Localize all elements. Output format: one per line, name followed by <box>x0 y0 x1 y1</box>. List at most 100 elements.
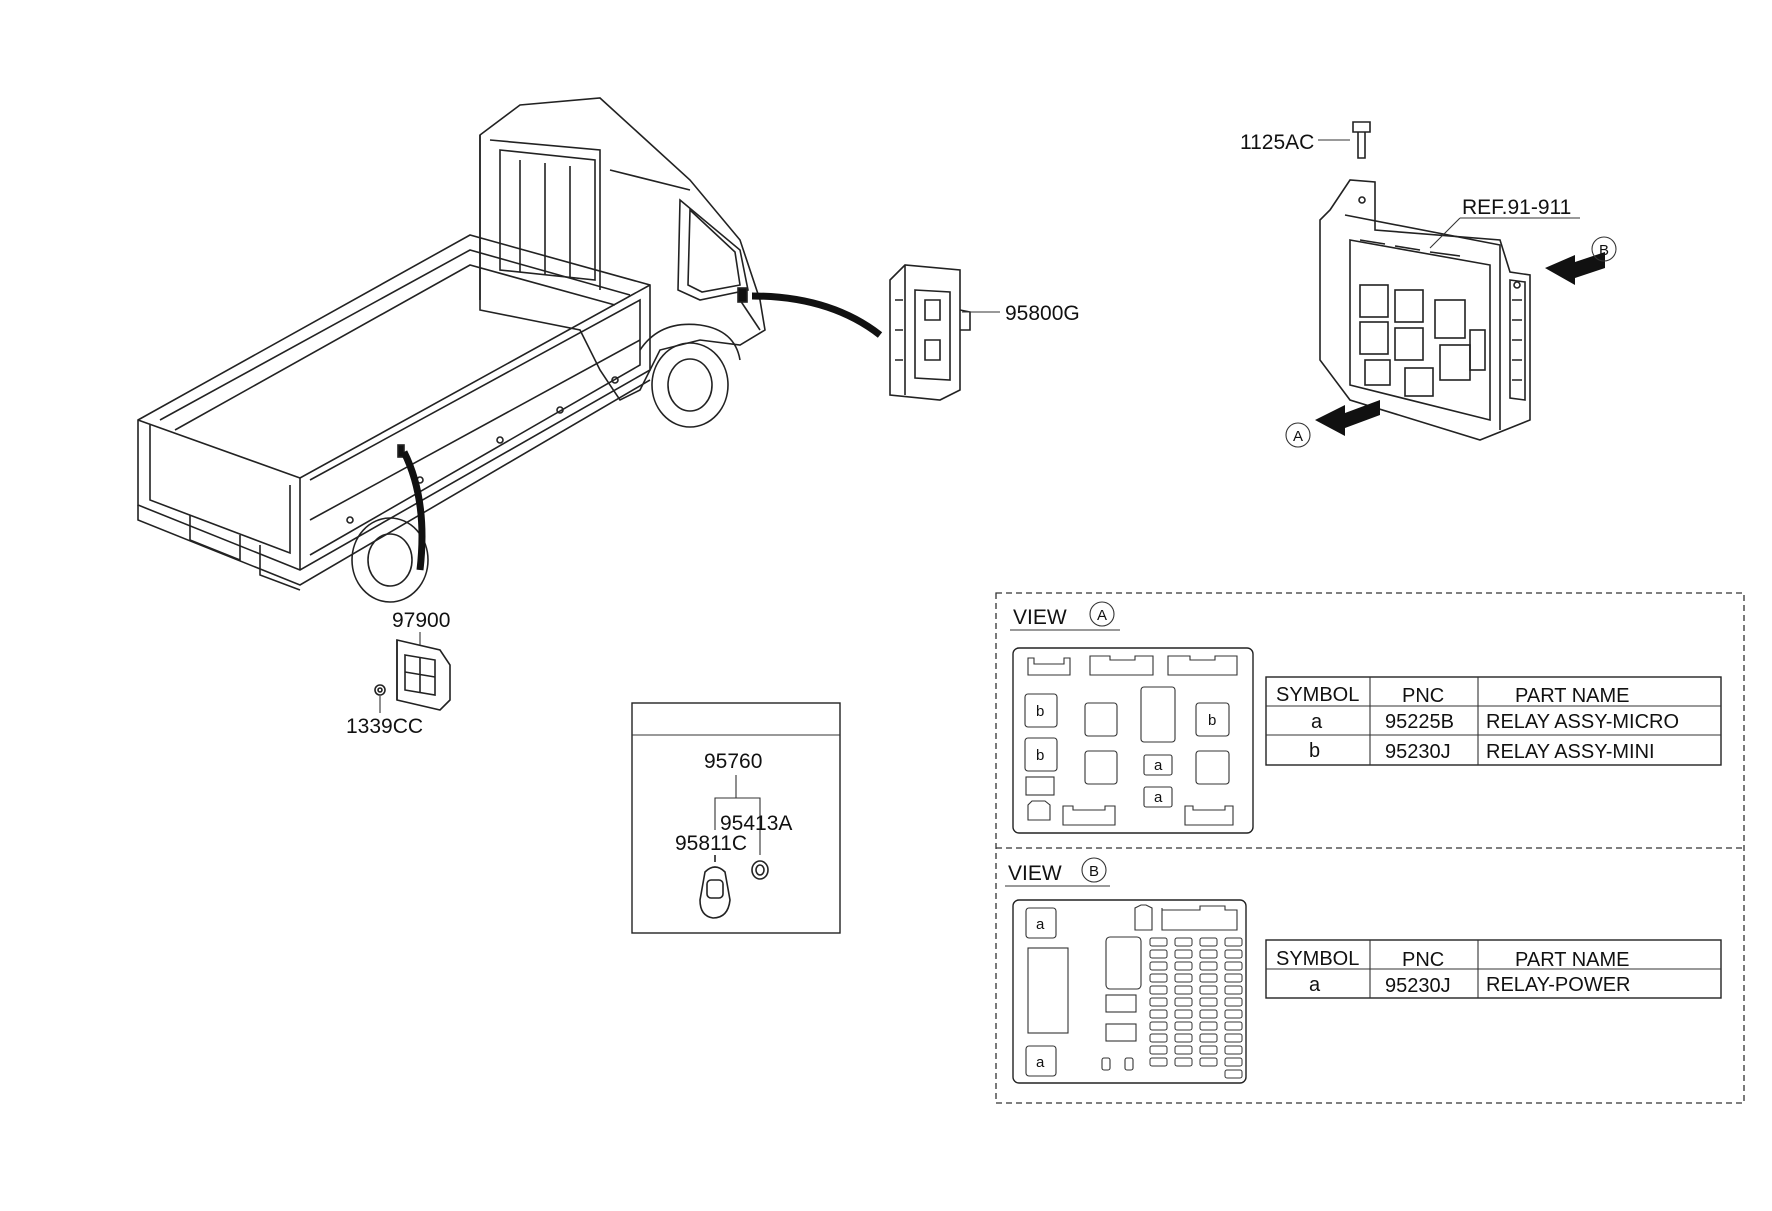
fuse-slot <box>1199 937 1218 947</box>
fuse-slot <box>1149 973 1168 983</box>
fuse-slot <box>1174 1057 1193 1067</box>
view-b-layout: a a <box>1012 899 1247 1084</box>
fuse-slot <box>1149 997 1168 1007</box>
nut-icon <box>374 684 386 696</box>
view-a-cell-symbol: b <box>1036 703 1044 720</box>
smart-junction-module <box>889 264 971 401</box>
fuse-slot <box>1199 961 1218 971</box>
junction-box-illustration <box>1319 179 1531 441</box>
view-a-cell-symbol: b <box>1208 712 1216 729</box>
callout-1339cc: 1339CC <box>346 715 423 738</box>
kit-box <box>631 702 841 934</box>
view-b-title: VIEW <box>1008 862 1062 885</box>
view-a-header-pnc: PNC <box>1402 685 1444 707</box>
fuse-slot <box>1174 973 1193 983</box>
view-a-row2-symbol: b <box>1309 740 1320 762</box>
view-b-row1-pnc: 95230J <box>1385 975 1451 997</box>
callout-1125ac: 1125AC <box>1240 131 1314 154</box>
view-a-layout: b b b a a <box>1012 647 1254 834</box>
marker-a-letter: A <box>1293 428 1303 445</box>
view-a-cell-symbol: a <box>1154 757 1163 774</box>
marker-a <box>1285 422 1311 448</box>
view-a-header-part-name: PART NAME <box>1515 685 1629 707</box>
fuse-slot <box>1199 1021 1218 1031</box>
view-a-row1-pnc: 95225B <box>1385 711 1454 733</box>
view-a-row1-symbol: a <box>1311 711 1323 733</box>
control-unit-illustration <box>396 638 451 711</box>
fuse-slot <box>1224 1069 1243 1079</box>
fuse-slot <box>1149 1045 1168 1055</box>
leader-to-unit <box>400 450 426 571</box>
leader-to-module <box>751 292 883 338</box>
fuse-slot <box>1149 937 1168 947</box>
fuse-slot <box>1224 1009 1243 1019</box>
view-a-cell-symbol: a <box>1154 789 1163 806</box>
callout-95811c: 95811C <box>675 832 747 855</box>
callout-95800g: 95800G <box>1005 302 1080 325</box>
view-b-fuse-grid <box>1149 937 1243 1079</box>
fuse-slot <box>1199 1009 1218 1019</box>
fuse-slot <box>1199 1045 1218 1055</box>
callout-95760: 95760 <box>704 750 762 773</box>
bolt-icon <box>1352 121 1371 159</box>
view-a-row2-part-name: RELAY ASSY-MINI <box>1486 741 1655 763</box>
fuse-slot <box>1199 1033 1218 1043</box>
fuse-slot <box>1149 1009 1168 1019</box>
view-a-marker-letter: A <box>1097 607 1107 624</box>
fuse-slot <box>1224 949 1243 959</box>
fuse-slot <box>1149 1021 1168 1031</box>
fuse-slot <box>1149 1057 1168 1067</box>
view-b-header-pnc: PNC <box>1402 949 1444 971</box>
fuse-slot <box>1174 949 1193 959</box>
fuse-slot <box>1149 1033 1168 1043</box>
callout-97900: 97900 <box>392 609 450 632</box>
battery-icon <box>751 860 769 880</box>
fuse-slot <box>1174 937 1193 947</box>
view-b-header-symbol: SYMBOL <box>1276 948 1359 970</box>
callout-95413a: 95413A <box>720 812 792 835</box>
fuse-slot <box>1174 1045 1193 1055</box>
fuse-slot <box>1224 997 1243 1007</box>
fuse-slot <box>1199 949 1218 959</box>
fuse-slot <box>1199 1057 1218 1067</box>
view-a-row1-part-name: RELAY ASSY-MICRO <box>1486 711 1679 733</box>
view-b-arrow <box>1545 252 1605 285</box>
fuse-slot <box>1174 1009 1193 1019</box>
leader-line <box>1429 217 1461 249</box>
fuse-slot <box>1224 1045 1243 1055</box>
fuse-slot <box>1174 961 1193 971</box>
fuse-slot <box>1224 937 1243 947</box>
fuse-slot <box>1224 1021 1243 1031</box>
fuse-slot <box>1224 985 1243 995</box>
view-a-arrow <box>1315 400 1380 436</box>
fuse-slot <box>1149 961 1168 971</box>
key-fob-icon <box>699 855 731 919</box>
view-b-cell-symbol: a <box>1036 916 1045 933</box>
ref-label: REF.91-911 <box>1462 196 1571 219</box>
fuse-slot <box>1224 1057 1243 1067</box>
view-a-cell-symbol: b <box>1036 747 1044 764</box>
truck-illustration <box>137 97 766 603</box>
view-b-marker <box>1081 857 1107 883</box>
marker-b-letter: B <box>1599 242 1609 259</box>
fuse-slot <box>1149 985 1168 995</box>
view-b-row1-part-name: RELAY-POWER <box>1486 974 1630 996</box>
fuse-slot <box>1174 1021 1193 1031</box>
fuse-slot <box>1174 985 1193 995</box>
fuse-slot <box>1174 1033 1193 1043</box>
fuse-slot <box>1199 985 1218 995</box>
kit-leaders <box>714 775 761 855</box>
fuse-slot <box>1149 949 1168 959</box>
view-b-row1-symbol: a <box>1309 974 1321 996</box>
marker-b <box>1591 236 1617 262</box>
view-b-marker-letter: B <box>1089 863 1099 880</box>
view-b-header-part-name: PART NAME <box>1515 949 1629 971</box>
fuse-slot <box>1174 997 1193 1007</box>
fuse-slot <box>1199 997 1218 1007</box>
view-a-table: SYMBOL PNC PART NAME a 95225B RELAY ASSY… <box>1265 676 1722 766</box>
fuse-slot <box>1199 973 1218 983</box>
view-a-row2-pnc: 95230J <box>1385 741 1451 763</box>
view-b-table: SYMBOL PNC PART NAME a 95230J RELAY-POWE… <box>1265 939 1722 999</box>
fuse-slot <box>1224 961 1243 971</box>
